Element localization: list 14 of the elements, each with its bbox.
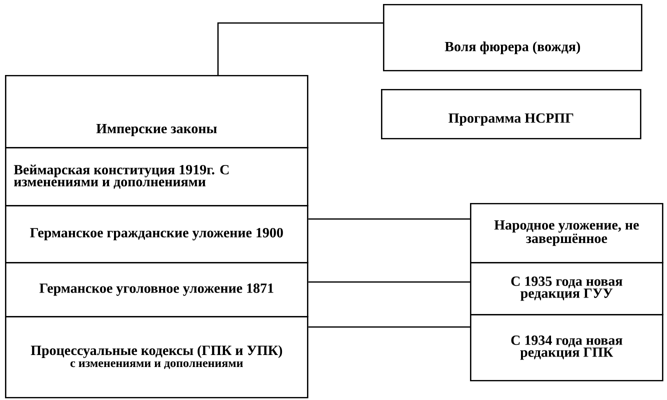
leader-box: Воля фюрера (вождя) (383, 4, 642, 72)
note-box: Народное уложение, не завершённое (470, 203, 664, 264)
connector-line (308, 281, 470, 283)
program-box: Программа НСРПГ (381, 89, 642, 140)
law-box: Германское уголовное уложение 1871 (5, 262, 308, 318)
connector-line (308, 218, 470, 220)
note-box: С 1935 года новая редакция ГУУ (470, 262, 664, 316)
law-box: Процессуальные кодексы (ГПК и УПК) с изменениями и дополнениями (5, 316, 308, 398)
connector-line (308, 326, 470, 328)
heading-box: Имперские законы (5, 75, 308, 148)
law-box: Германское гражданские уложение 1900 (5, 205, 308, 264)
connector-line (217, 22, 383, 75)
note-box: С 1934 года новая редакция ГПК (470, 314, 664, 382)
law-box: Веймарская конституция 1919г. С изменениями и дополнениями (5, 147, 308, 206)
